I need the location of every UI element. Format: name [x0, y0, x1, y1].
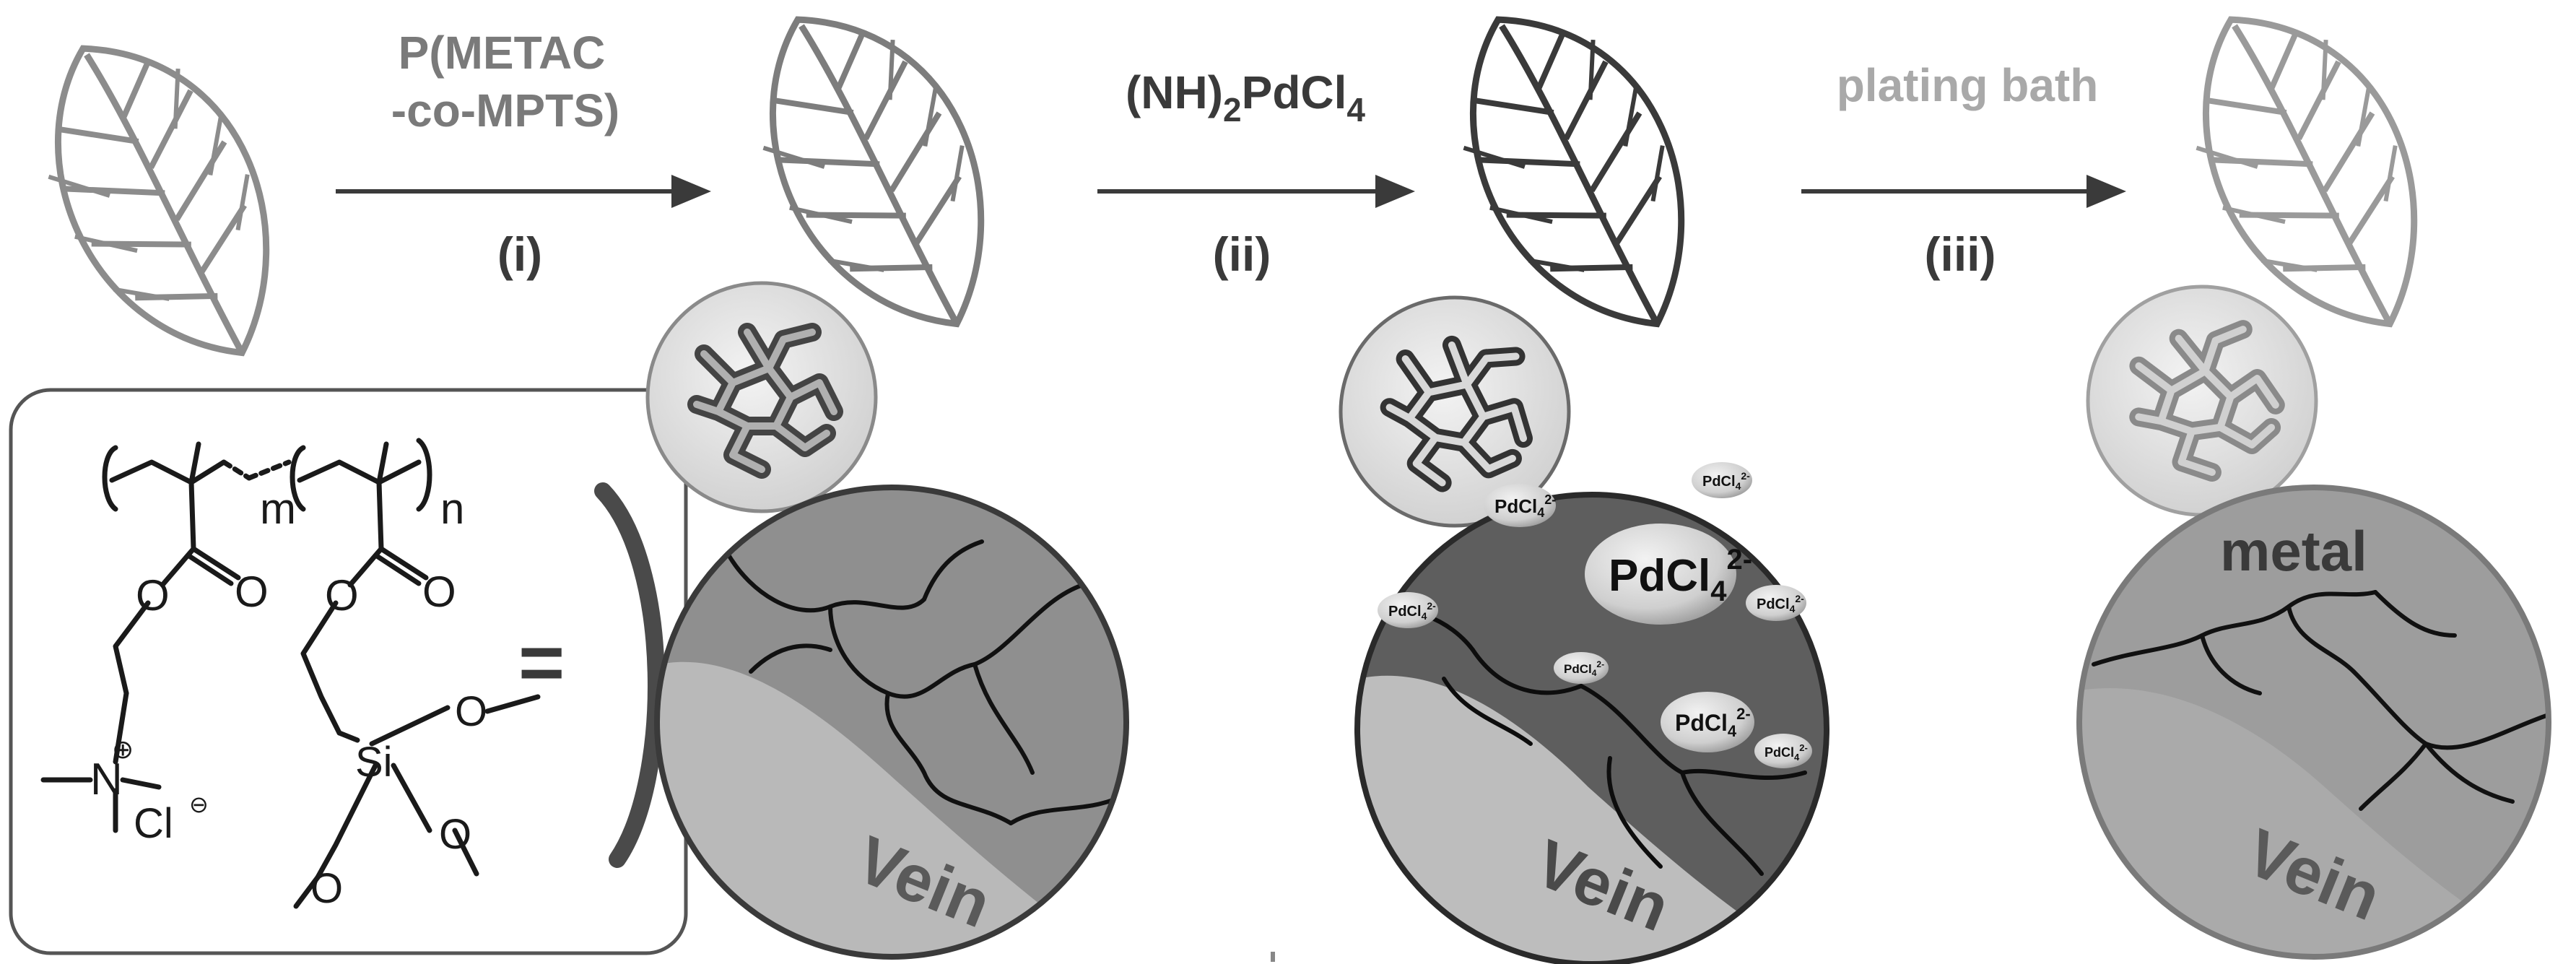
inset-polymer-1 — [645, 281, 878, 513]
pd-ion-large: PdCl42- — [1585, 524, 1752, 625]
ester-o-left-2: O — [136, 571, 170, 620]
metal-label: metal — [2220, 519, 2367, 583]
chloride-label: Cl — [134, 800, 173, 847]
chloride-charge: ⊖ — [189, 791, 209, 817]
ester-o-right-2: O — [325, 571, 359, 620]
pd-ion-top-right: PdCl42- — [1692, 462, 1752, 498]
polymer-chain-symbol — [594, 482, 665, 868]
si-o-right: O — [455, 688, 487, 735]
silicon-atom: Si — [355, 739, 393, 786]
reagent-label-step3: plating bath — [1837, 59, 2099, 111]
step-label-i: (i) — [497, 227, 542, 281]
surface-disc-coated: Vein — [654, 485, 1129, 960]
bottom-mark — [1271, 952, 1275, 962]
svg-text:PdCl42-: PdCl42- — [1564, 659, 1604, 678]
inset-polymer-2 — [1339, 295, 1571, 528]
ester-o-left: O — [235, 568, 269, 616]
svg-text:PdCl42-: PdCl42- — [1757, 593, 1804, 615]
ester-o-right: O — [422, 568, 456, 616]
repeat-n-label: n — [440, 485, 464, 533]
step-label-iii: (iii) — [1925, 227, 1996, 281]
step-label-ii: (ii) — [1213, 227, 1271, 281]
nitrogen-charge: ⊕ — [112, 734, 134, 764]
surface-disc-pd-loaded: Vein PdCl42- PdCl42- PdCl42- PdCl42- PdC… — [1354, 462, 1829, 964]
svg-text:PdCl42-: PdCl42- — [1765, 742, 1808, 763]
reagent-label-step1-line2: -co-MPTS) — [391, 84, 619, 136]
pd-ion-center-small: PdCl42- — [1554, 652, 1609, 684]
reagent-label-step1-line1: P(METAC — [399, 27, 606, 79]
arrow-step1 — [336, 175, 711, 208]
repeat-m-label: m — [260, 485, 296, 533]
pd-ion-right: PdCl42- — [1746, 585, 1806, 621]
pd-ion-left: PdCl42- — [1378, 592, 1438, 628]
polymer-structure-box: m n O O O O N ⊕ Cl ⊖ Si O O O = — [9, 388, 688, 955]
reagent-label-step2: (NH)2PdCl4 — [1126, 66, 1365, 129]
si-o-bottom-left: O — [310, 865, 343, 912]
svg-text:PdCl42-: PdCl42- — [1702, 470, 1750, 492]
pd-ion-lower-right: PdCl42- — [1754, 734, 1812, 768]
si-o-bottom-right: O — [439, 811, 471, 858]
leaf-icon-start — [0, 4, 331, 396]
pd-ion-top-left: PdCl42- — [1484, 484, 1556, 527]
svg-text:PdCl42-: PdCl42- — [1609, 544, 1752, 607]
arrow-step3 — [1801, 175, 2126, 208]
svg-text:PdCl42-: PdCl42- — [1388, 600, 1436, 622]
nitrogen-atom: N — [90, 755, 123, 804]
surface-disc-metal: metal Vein — [2076, 485, 2551, 960]
pd-ion-lower: PdCl42- — [1661, 692, 1754, 752]
arrow-step2 — [1097, 175, 1415, 208]
svg-text:PdCl42-: PdCl42- — [1494, 492, 1556, 520]
equals-sign: = — [518, 618, 565, 707]
inset-polymer-3 — [2086, 285, 2318, 517]
svg-text:PdCl42-: PdCl42- — [1675, 705, 1751, 740]
